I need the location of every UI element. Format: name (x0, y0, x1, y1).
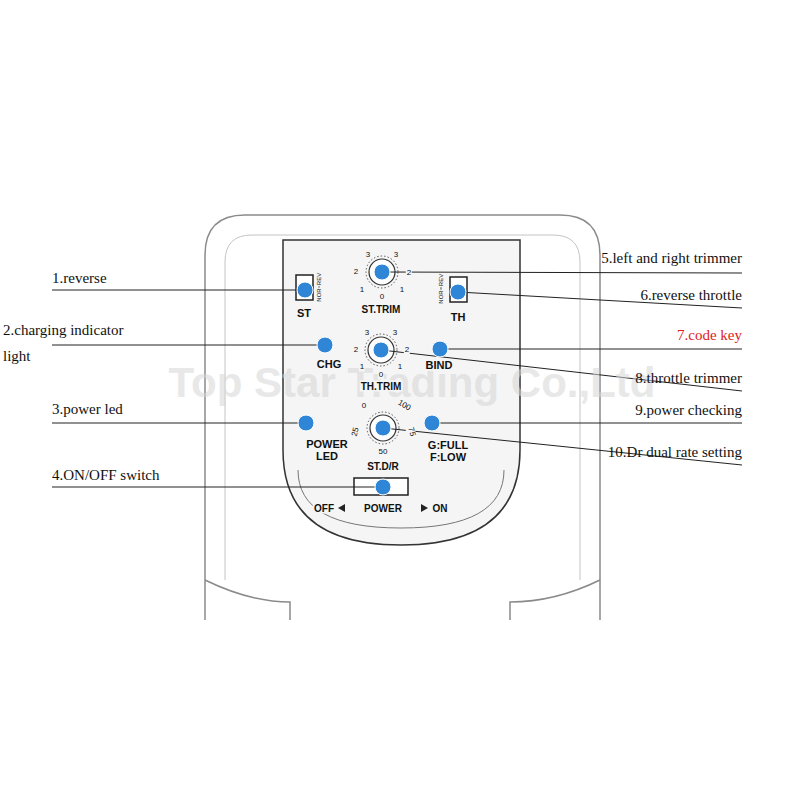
dial-number: 1 (399, 286, 405, 295)
callout-label: 2.charging indicator light (3, 318, 153, 370)
dial-number: 0 (378, 371, 384, 380)
callout-label: 3.power led (52, 401, 123, 418)
dial-number: 0 (379, 293, 385, 302)
dial-number: 75 (405, 426, 416, 439)
th-reverse-switch (450, 277, 467, 302)
panel-label: G:FULL F:LOW (422, 439, 474, 463)
dial-label: TH.TRIM (360, 381, 403, 392)
callout-label: 7.code key (677, 327, 742, 344)
dial-number: 2 (404, 346, 410, 355)
dial-label: ST.TRIM (361, 304, 402, 315)
switch-label: REV (316, 272, 323, 286)
switch-label: OFF (313, 503, 335, 514)
leader-lines (52, 272, 742, 487)
callout-label: 9.power checking (635, 402, 742, 419)
panel-label: ST (296, 307, 312, 319)
panel-label: CHG (316, 358, 342, 370)
dial-number: 3 (365, 251, 371, 260)
dial-number: 3 (364, 329, 370, 338)
switch-label: REV (438, 273, 445, 287)
dial-number: 1 (397, 363, 403, 372)
dial-number: 2 (406, 269, 412, 278)
switch-label: NOR (438, 289, 445, 304)
dial-number: 2 (353, 268, 359, 277)
panel-label: BIND (425, 359, 454, 371)
dial-number: 50 (378, 448, 389, 457)
callout-label: 5.left and right trimmer (601, 250, 742, 267)
housing-bevel (225, 235, 580, 580)
dual-rate-dial (370, 415, 396, 441)
handle-outline (205, 580, 600, 620)
dial-ticks (367, 412, 399, 444)
callout-label: 6.reverse throttle (640, 287, 742, 304)
switch-label: POWER (363, 503, 403, 514)
dial-number: 3 (393, 251, 399, 260)
switch-label: ON (432, 503, 449, 514)
switch-label: NOR (316, 287, 323, 302)
dial-number: 1 (359, 363, 365, 372)
dial-number: 1 (359, 286, 365, 295)
panel-inner-line (298, 470, 504, 528)
housing-outline (205, 215, 600, 620)
watermark: Top Star Trading Co.,Ltd (169, 360, 656, 406)
panel-label: TH (450, 311, 467, 323)
dial-label: ST.D/R (366, 461, 400, 472)
callout-label: 4.ON/OFF switch (52, 467, 160, 484)
callout-label: 8.throttle trimmer (635, 370, 742, 387)
panel-label: POWER LED (303, 438, 351, 462)
callout-label: 10.Dr dual rate setting (608, 444, 742, 461)
callout-label: 1.reverse (52, 270, 107, 287)
dial-number: 2 (353, 346, 359, 355)
dial-number: 0 (361, 402, 367, 411)
dial-number: 3 (392, 329, 398, 338)
st-reverse-switch (296, 275, 313, 300)
